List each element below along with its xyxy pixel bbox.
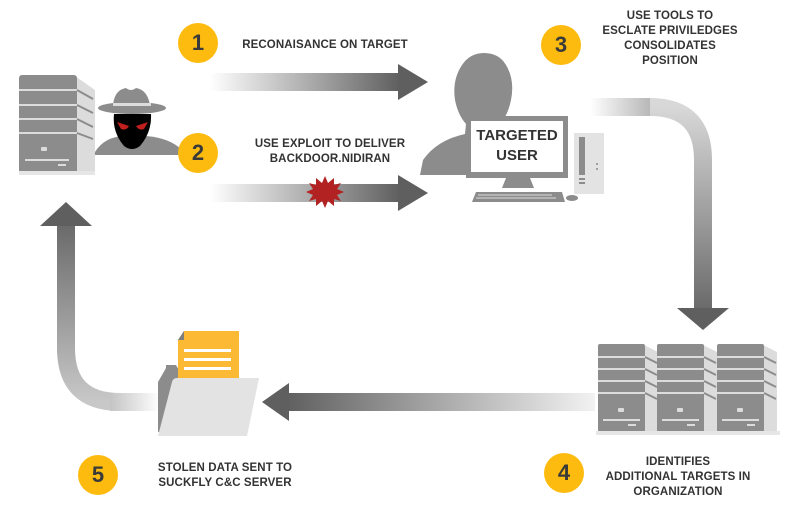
arrow-escalate [590, 98, 729, 330]
server-tower-icon [19, 75, 95, 175]
step-4-label-line: IDENTIFIES [645, 456, 711, 468]
arrow-exfiltrate [40, 202, 160, 411]
step-3-badge: 3 [541, 25, 581, 65]
server-unit [717, 344, 777, 432]
step-3-label-line: CONSOLIDATES [624, 40, 716, 52]
step-4-label-line: ADDITIONAL TARGETS IN [605, 471, 751, 483]
step-2-badge: 2 [178, 133, 218, 173]
step-5-label: STOLEN DATA SENT TO SUCKFLY C&C SERVER [140, 461, 310, 491]
server-unit [657, 344, 717, 432]
targeted-user-line: USER [496, 147, 538, 164]
user-at-computer-icon [420, 53, 604, 202]
arrow-identify [262, 383, 595, 421]
targeted-user-label: TARGETED USER [471, 126, 563, 166]
step-1-badge: 1 [178, 23, 218, 63]
step-3-label-line: POSITION [642, 55, 698, 67]
step-5-label-line: STOLEN DATA SENT TO [157, 462, 293, 474]
folder-document-icon [158, 331, 259, 436]
arrow-exploit [210, 175, 428, 211]
step-2-label-line: USE EXPLOIT TO DELIVER [254, 138, 406, 150]
step-4-label: IDENTIFIES ADDITIONAL TARGETS IN ORGANIZ… [593, 455, 763, 500]
step-2-label-line: BACKDOOR.NIDIRAN [269, 153, 391, 165]
step-4-badge: 4 [544, 453, 584, 493]
server-base [596, 431, 780, 435]
explosion-icon [306, 176, 344, 208]
server-unit [598, 344, 658, 432]
step-5-badge: 5 [78, 455, 118, 495]
step-3-label-line: USE TOOLS TO [626, 10, 714, 22]
step-2-label: USE EXPLOIT TO DELIVER BACKDOOR.NIDIRAN [230, 137, 430, 167]
arrow-reconnaissance [210, 64, 428, 100]
targeted-user-line: TARGETED [476, 127, 558, 144]
step-5-label-line: SUCKFLY C&C SERVER [158, 477, 292, 489]
server-rack-icon [596, 344, 780, 435]
hacker-icon [95, 88, 182, 155]
step-3-label: USE TOOLS TO ESCLATE PRIVILEDGES CONSOLI… [590, 9, 750, 69]
step-4-label-line: ORGANIZATION [633, 486, 723, 498]
step-3-label-line: ESCLATE PRIVILEDGES [602, 25, 738, 37]
step-1-label: RECONAISANCE ON TARGET [242, 39, 408, 51]
